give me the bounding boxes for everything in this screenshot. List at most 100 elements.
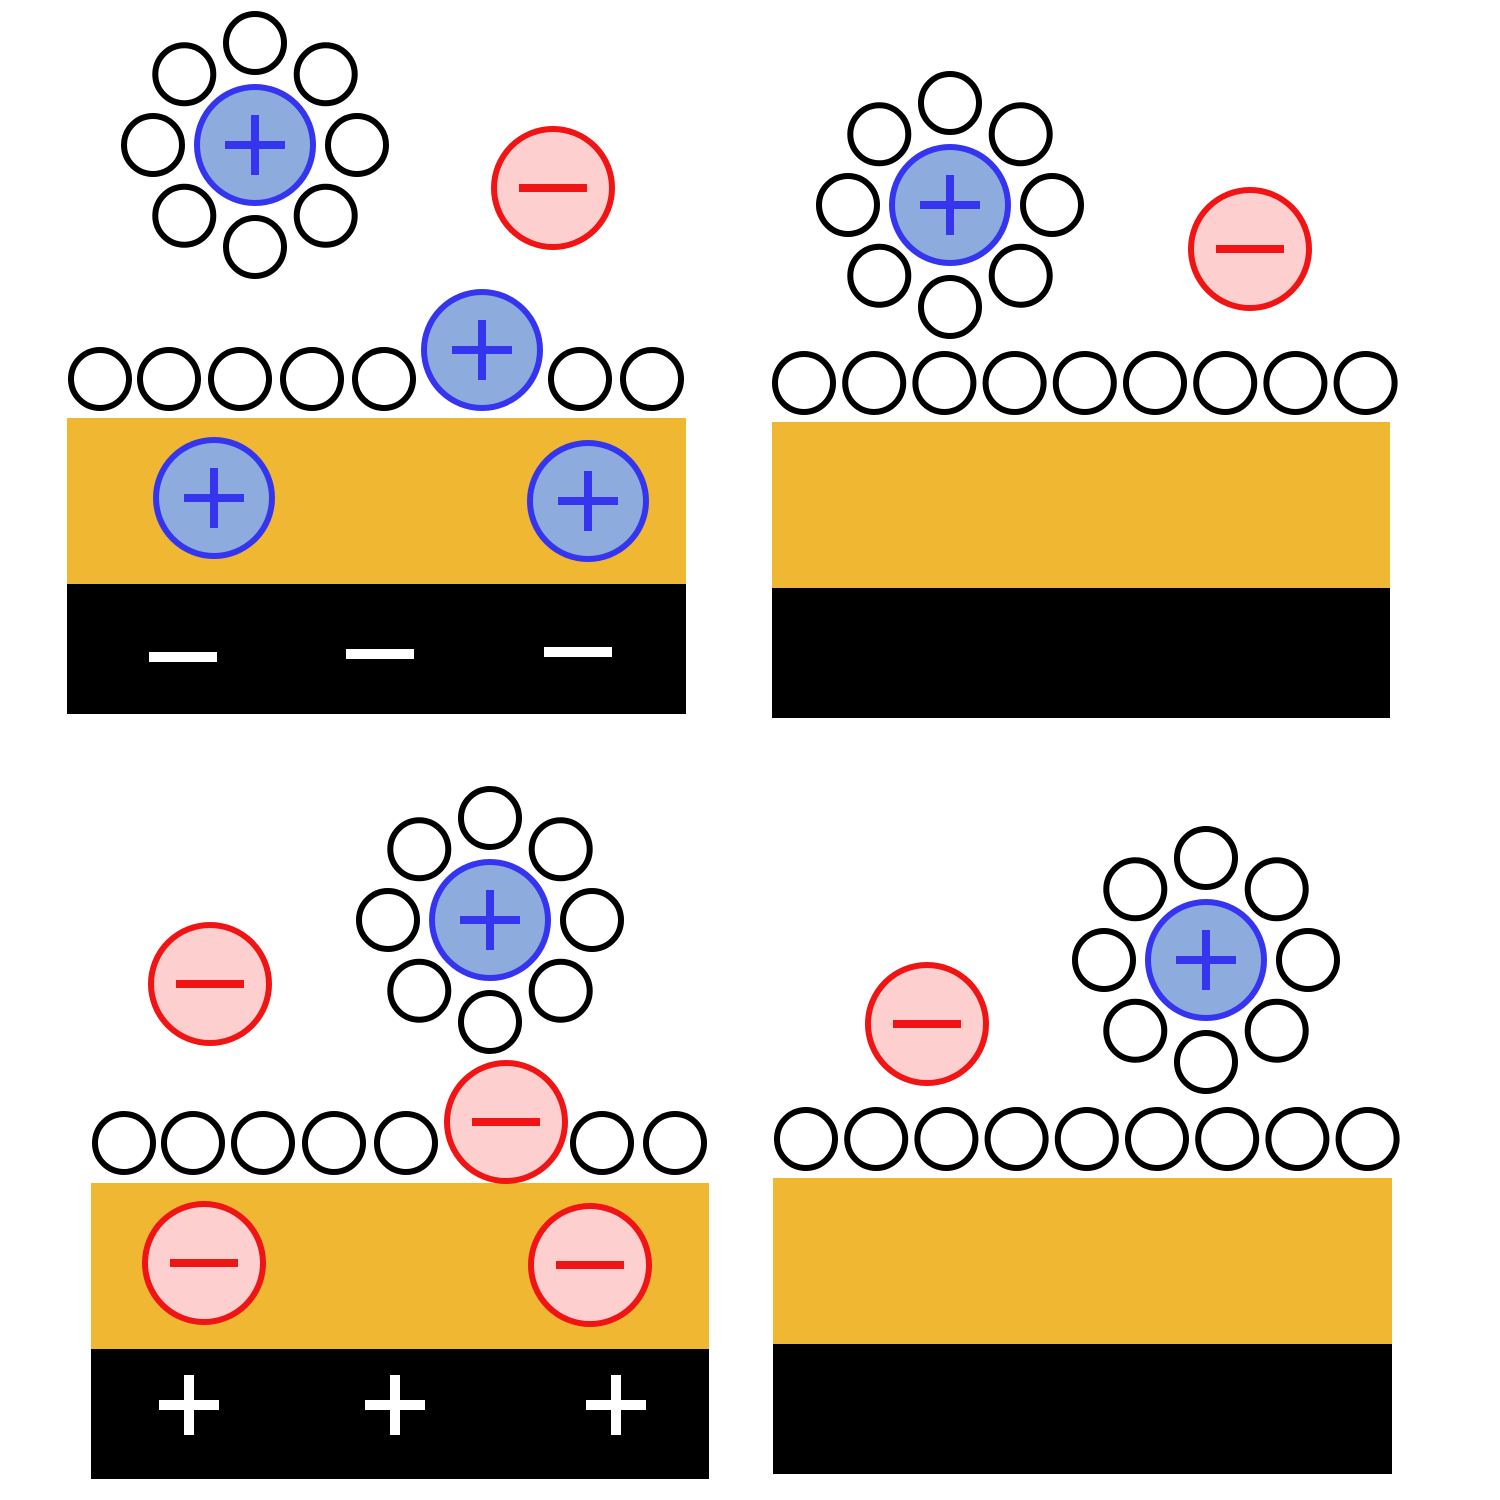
adsorbed-cation <box>421 289 543 411</box>
solvent-molecule <box>1103 998 1168 1063</box>
solvent-molecule <box>560 888 624 952</box>
solvent-molecule <box>208 347 272 411</box>
solvent-molecule <box>918 71 982 135</box>
panel-top-left <box>67 11 686 714</box>
central-cation <box>1145 899 1267 1021</box>
panel-top-right <box>772 71 1398 718</box>
electrode-positive-charge-icon <box>586 1375 646 1435</box>
solvent-molecule <box>302 1111 366 1175</box>
solvent-molecule <box>620 347 684 411</box>
solvent-molecule <box>1174 826 1238 890</box>
solvent-molecule <box>982 351 1047 415</box>
solvent-molecule <box>1244 857 1309 922</box>
solvent-molecule <box>774 1107 838 1171</box>
electrode <box>773 1344 1392 1474</box>
solvent-molecule <box>1054 1107 1119 1171</box>
electrode-positive-charge-icon <box>365 1375 425 1435</box>
plus-sign-icon <box>920 175 980 235</box>
solvent-molecule <box>1072 928 1136 992</box>
solvent-molecule <box>816 173 880 237</box>
solvent-molecule <box>1333 351 1398 415</box>
solvent-molecule <box>223 215 287 279</box>
solvent-molecule <box>548 347 612 411</box>
solvent-molecule <box>137 347 201 411</box>
solvent-molecule <box>387 817 452 882</box>
central-cation <box>889 144 1011 266</box>
solvent-molecule <box>1103 857 1168 922</box>
solvent-molecule <box>1263 351 1328 415</box>
solvent-molecule <box>352 347 416 411</box>
solvent-molecule <box>293 42 358 107</box>
anion-ion <box>1188 187 1312 311</box>
embedded-cation <box>527 440 649 562</box>
solvent-molecule <box>231 1111 295 1175</box>
solvent-molecule <box>152 42 217 107</box>
solvent-molecule <box>1020 173 1084 237</box>
panel-bottom-right <box>773 826 1400 1474</box>
solvent-molecule <box>458 990 522 1054</box>
solvent-molecule <box>988 243 1053 308</box>
solvated-cation <box>356 786 624 1054</box>
solvent-molecule <box>356 888 420 952</box>
solvent-molecule <box>772 351 836 415</box>
solvent-molecule <box>988 102 1053 167</box>
solvent-molecule <box>280 347 344 411</box>
solvent-molecule <box>1244 998 1309 1063</box>
solvent-molecule <box>1335 1107 1400 1171</box>
solvent-molecule <box>293 183 358 248</box>
solvent-molecule <box>912 351 977 415</box>
solvent-molecule <box>1195 1107 1260 1171</box>
plus-sign-icon <box>558 471 618 531</box>
plus-sign-icon <box>1176 930 1236 990</box>
solvent-molecule <box>1125 1107 1189 1171</box>
plus-sign-icon <box>460 890 520 950</box>
anion-ion <box>865 962 989 1086</box>
plus-sign-icon <box>452 320 512 380</box>
solvent-molecule <box>92 1111 156 1175</box>
solvent-molecule <box>68 347 132 411</box>
solvent-molecule <box>387 958 452 1023</box>
solvent-molecule <box>643 1111 707 1175</box>
anion-ion <box>491 126 615 250</box>
solvated-cation <box>816 71 1084 339</box>
solvent-molecule <box>152 183 217 248</box>
plus-sign-icon <box>184 468 244 528</box>
solvated-cation <box>121 11 389 279</box>
electrode-positive-charge-icon <box>159 1375 219 1435</box>
solvent-molecule <box>325 113 389 177</box>
adsorbed-anion <box>444 1060 568 1184</box>
panel-bottom-left <box>91 786 709 1479</box>
solvent-molecule <box>528 817 593 882</box>
solvent-molecule <box>223 11 287 75</box>
embedded-anion <box>142 1201 266 1325</box>
solvent-molecule <box>1052 351 1117 415</box>
solvent-molecule <box>528 958 593 1023</box>
embedded-anion <box>528 1203 652 1327</box>
solvent-molecule <box>1265 1107 1330 1171</box>
solvent-molecule <box>842 351 907 415</box>
central-cation <box>194 84 316 206</box>
solvent-molecule <box>1123 351 1187 415</box>
solvent-molecule <box>918 275 982 339</box>
solvated-cation <box>1072 826 1340 1094</box>
solvent-molecule <box>847 243 912 308</box>
electrode <box>772 588 1390 718</box>
electrolyte-layer <box>772 422 1390 588</box>
solvent-molecule <box>570 1111 634 1175</box>
solvent-molecule <box>1193 351 1258 415</box>
solvent-molecule <box>121 113 185 177</box>
central-cation <box>429 859 551 981</box>
solvent-molecule <box>1276 928 1340 992</box>
solvent-molecule <box>844 1107 909 1171</box>
solvent-molecule <box>374 1111 438 1175</box>
plus-sign-icon <box>225 115 285 175</box>
anion-ion <box>148 922 272 1046</box>
electrolyte-layer <box>773 1178 1392 1344</box>
embedded-cation <box>153 437 275 559</box>
solvent-molecule <box>161 1111 225 1175</box>
solvent-molecule <box>984 1107 1049 1171</box>
solvent-molecule <box>458 786 522 850</box>
solvent-molecule <box>914 1107 979 1171</box>
solvent-molecule <box>847 102 912 167</box>
